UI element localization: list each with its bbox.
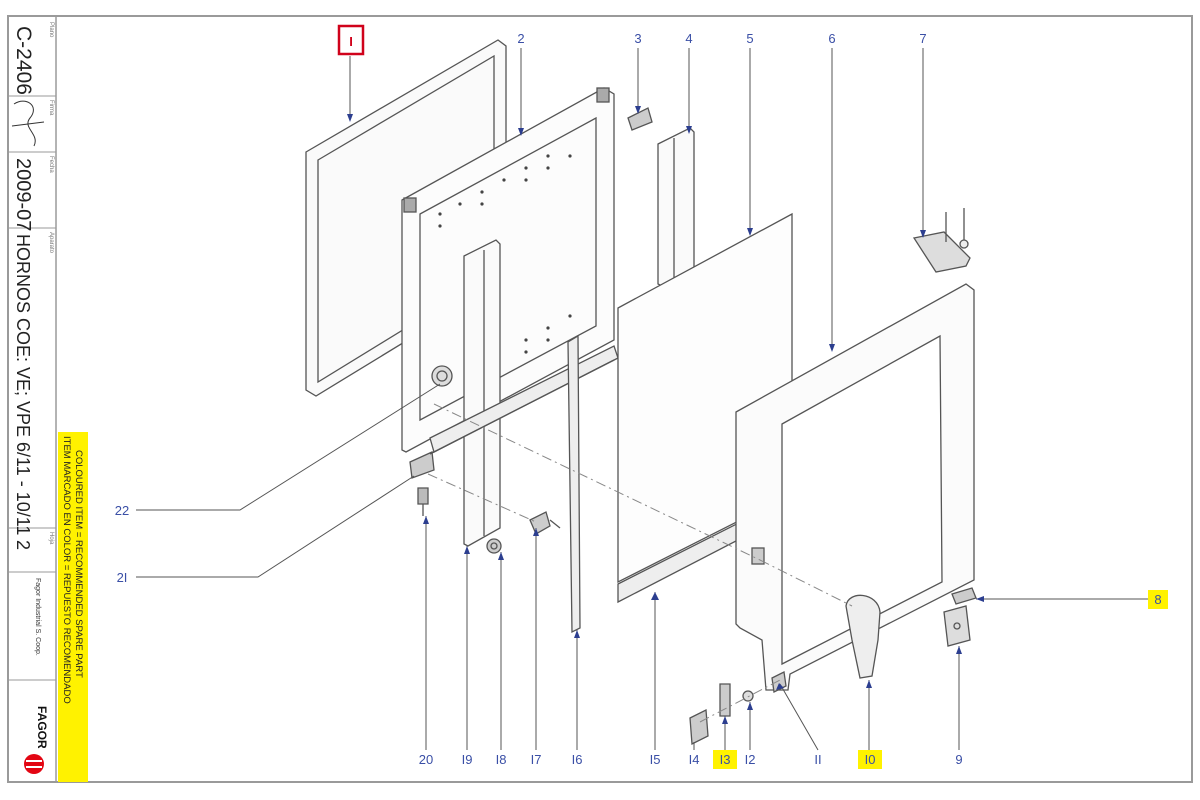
- callout-17: I7: [531, 752, 542, 767]
- date-value: 2009-07: [12, 158, 34, 231]
- signature: [11, 100, 45, 147]
- part-10-handle: [845, 594, 881, 679]
- part-3-bracket: [627, 107, 653, 131]
- part-12-washer: [742, 690, 754, 702]
- marked-box-1: [337, 24, 365, 56]
- appliance-name: HORNOS COE: VE; VPE 6/11 - 10/11: [13, 234, 33, 535]
- callout-11: II: [814, 752, 821, 767]
- part-9-lower-hinge: [943, 605, 971, 647]
- assembly-lines: [427, 403, 853, 723]
- callout-12: I2: [745, 752, 756, 767]
- leader-lines: [136, 48, 1148, 751]
- label-plano: Plano: [48, 22, 54, 38]
- fagor-logo: FAGOR: [24, 706, 49, 774]
- part-4-tall-bracket: [657, 127, 695, 287]
- highlight-10: [858, 750, 882, 769]
- highlight-13: [713, 750, 737, 769]
- leader-arrowheads: [347, 106, 984, 724]
- callout-10: I0: [865, 752, 876, 767]
- note-english: COLOURED ITEM = RECOMMENDED SPARE PART: [73, 450, 84, 678]
- callout-7: 7: [919, 31, 926, 46]
- part-17-latch: [529, 511, 561, 535]
- spare-part-note: [58, 432, 88, 782]
- part-7-top-hinge: [912, 208, 971, 273]
- plan-number: C-2406: [12, 26, 35, 95]
- part-19-vertical-profile: [463, 239, 501, 547]
- part-2-holes: [438, 154, 572, 354]
- callout-13: I3: [720, 752, 731, 767]
- callout-6: 6: [828, 31, 835, 46]
- callout-4: 4: [685, 31, 692, 46]
- part-21-hinge-block: [409, 451, 435, 479]
- callout-20: 20: [419, 752, 433, 767]
- part-22-knob: [431, 365, 453, 387]
- callout-5: 5: [746, 31, 753, 46]
- callout-19: I9: [462, 752, 473, 767]
- part-16-seal-strip: [567, 334, 581, 634]
- callout-21: 2I: [117, 570, 128, 585]
- label-hoja: Hoja: [48, 532, 54, 545]
- label-aparato: Aparato: [48, 232, 54, 254]
- callout-1: I: [349, 34, 353, 49]
- part-14-catch: [689, 708, 709, 746]
- note-spanish: ITEM MARCADO EN COLOR = REPUESTO RECOMEN…: [61, 436, 72, 704]
- label-fecha: Fecha: [48, 156, 54, 173]
- callout-16: I6: [572, 752, 583, 767]
- callout-3: 3: [634, 31, 641, 46]
- title-block: Plano C-2406 Firma Fecha 2009-07 Aparato…: [7, 15, 88, 783]
- part-20-screw: [417, 487, 429, 516]
- sheet-number: 2: [13, 540, 33, 550]
- callout-18: I8: [496, 752, 507, 767]
- part-2-inner-panel: [401, 87, 615, 453]
- callout-15: I5: [650, 752, 661, 767]
- part-6-outer-door: [735, 283, 975, 691]
- highlight-8: [1148, 590, 1168, 609]
- part-18-roller: [486, 538, 502, 554]
- callout-2: 2: [517, 31, 524, 46]
- svg-text:FAGOR: FAGOR: [35, 706, 49, 749]
- part-13-bolt: [719, 683, 731, 717]
- company-name: Fagor Industrial S. Coop.: [34, 578, 41, 656]
- callout-8: 8: [1154, 592, 1161, 607]
- callout-14: I4: [689, 752, 700, 767]
- callout-labels: I 2 3 4 5 6 7 8 9 I0 II I2 I3 I4 I5 I6 I…: [115, 31, 1162, 767]
- callout-22: 22: [115, 503, 129, 518]
- parts: [305, 39, 977, 746]
- callout-9: 9: [955, 752, 962, 767]
- label-firma: Firma: [48, 100, 54, 116]
- part-8-hinge-pin: [951, 587, 977, 605]
